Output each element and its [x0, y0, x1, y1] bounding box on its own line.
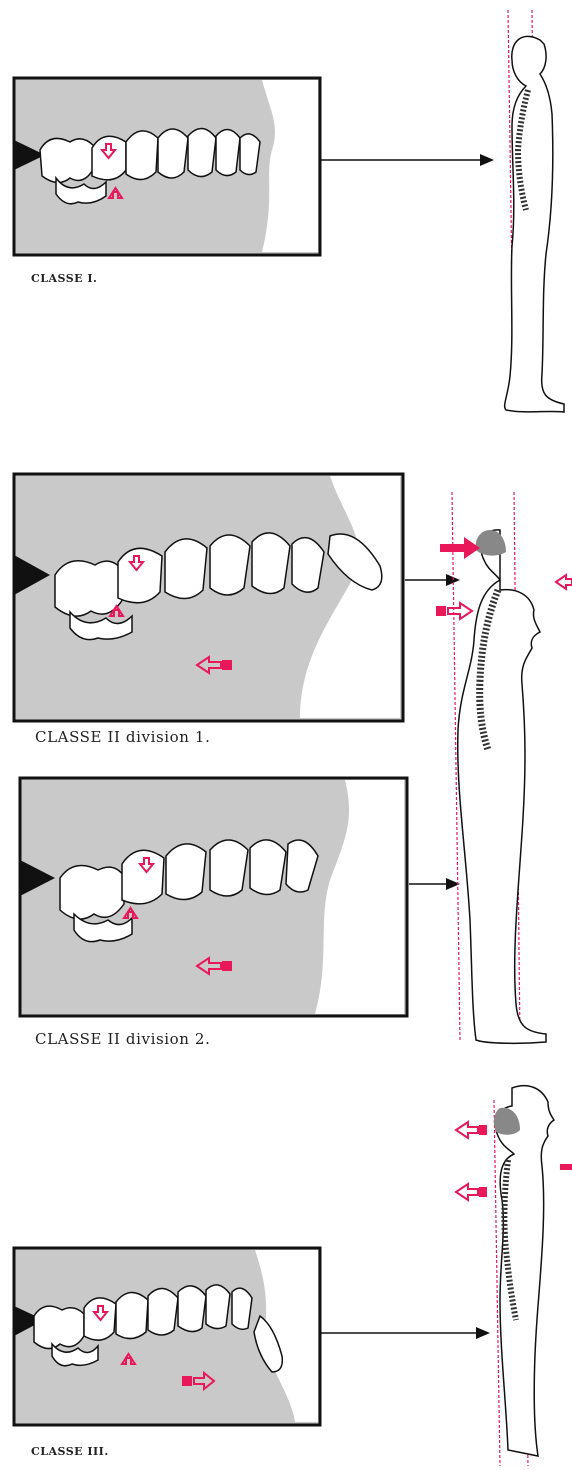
class3-caption: CLASSE III.: [31, 1445, 109, 1458]
class1-diagram: [0, 0, 572, 420]
class1-panel: CLASSE I.: [0, 0, 572, 420]
arrow-right-icon: [436, 603, 472, 619]
class2-panel: CLASSE II division 1. CLASSE II division…: [0, 460, 572, 1060]
arrow-left-icon: [560, 1164, 572, 1170]
class2-diagram: [0, 460, 572, 1060]
class3-diagram: [0, 1080, 572, 1470]
class2d2-caption: CLASSE II division 2.: [35, 1030, 210, 1048]
arrow-left-icon: [456, 1184, 487, 1200]
body-silhouette-icon: [505, 36, 564, 412]
class2d1-caption: CLASSE II division 1.: [35, 728, 210, 746]
arrow-left-icon: [456, 1122, 487, 1138]
class3-panel: CLASSE III.: [0, 1080, 572, 1470]
class1-lip: [262, 80, 318, 252]
class1-connector-head: [480, 154, 494, 166]
arrow-right-icon: [440, 537, 480, 559]
class3-connector-head: [476, 1327, 490, 1339]
class2-head-hair: [476, 530, 506, 556]
class1-caption: CLASSE I.: [31, 272, 97, 285]
body-silhouette-icon: [458, 530, 546, 1043]
class3-plumb-line-1: [494, 1100, 500, 1466]
arrow-left-icon: [556, 575, 572, 589]
body-silhouette-icon: [496, 1086, 554, 1456]
